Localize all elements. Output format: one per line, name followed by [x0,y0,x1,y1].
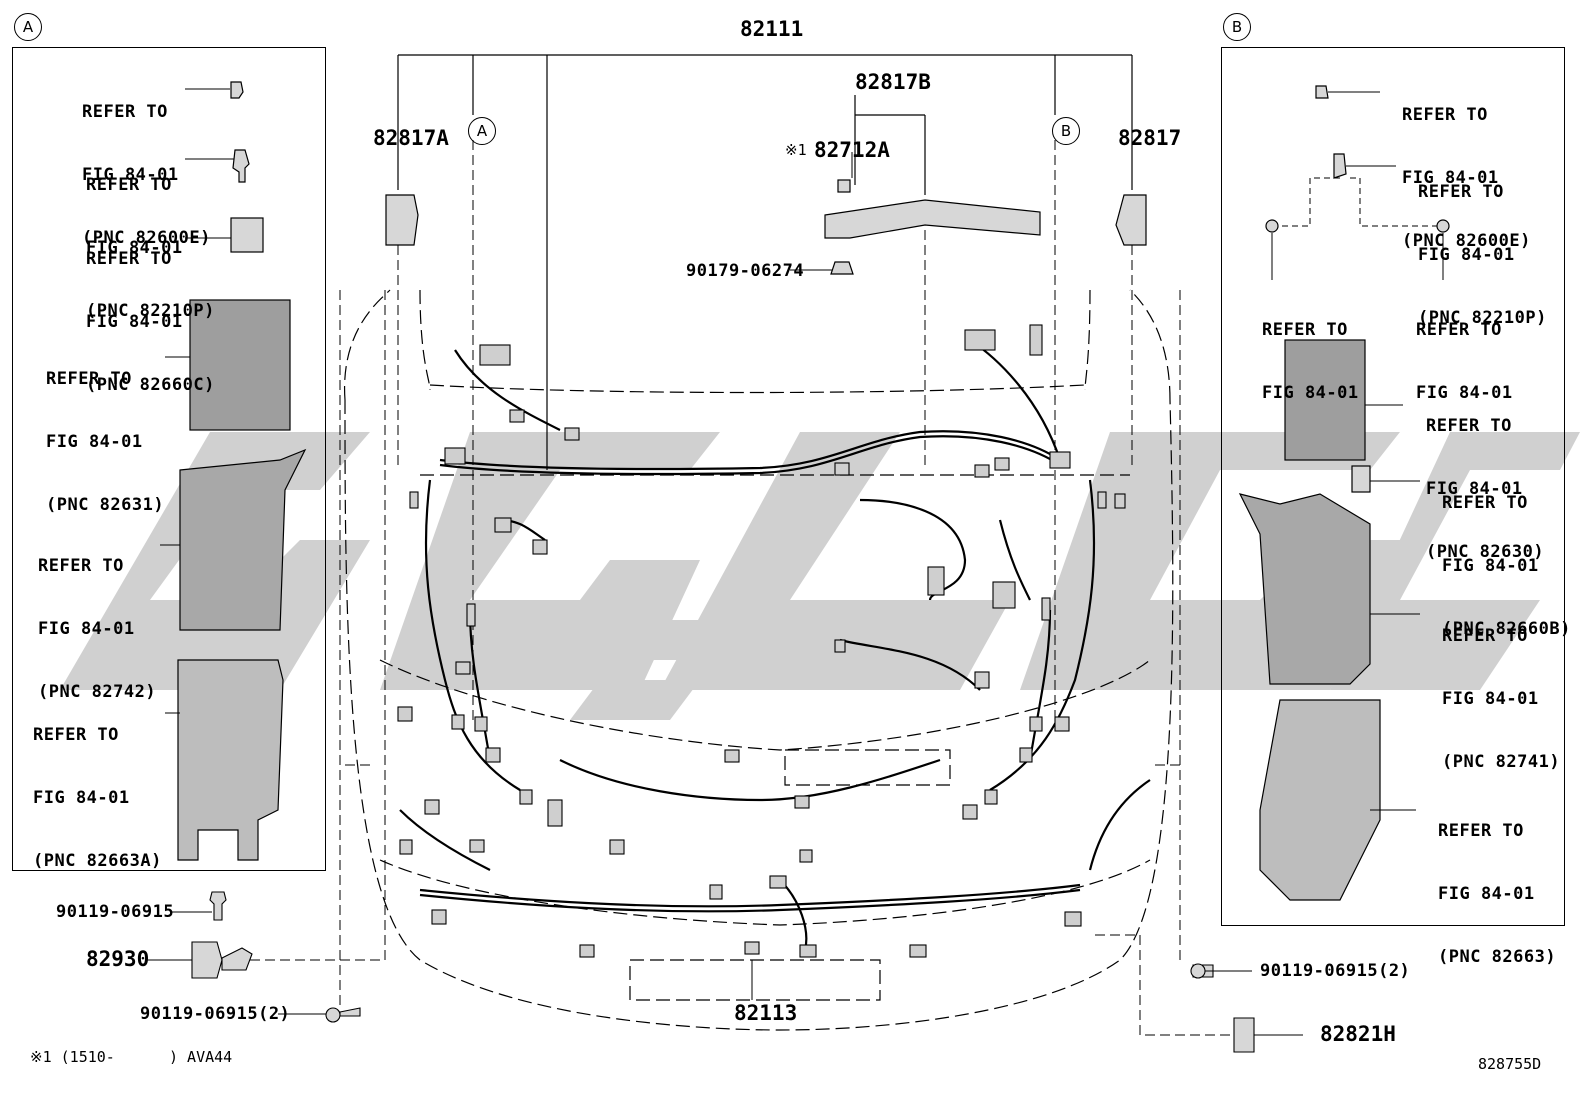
panel-b-ref-7[interactable]: REFER TO FIG 84-01 (PNC 82741) [1442,584,1560,815]
ref-line: FIG 84-01 [1262,383,1359,403]
panel-b-ref-1[interactable]: REFER TO FIG 84-01 (PNC 82600E) [1402,63,1531,294]
part-90119-06915-2-left-label[interactable]: 90119-06915(2) [140,1004,291,1024]
ref-line: FIG 84-01 [1438,884,1535,904]
panel-a-ref-6[interactable]: REFER TO FIG 84-01 (PNC 82663A) [33,683,162,914]
panel-b-ref-2[interactable]: REFER TO FIG 84-01 (PNC 82210P) [1418,140,1547,371]
ref-line: FIG 84-01 [1442,689,1539,709]
panel-b-components [1238,85,1450,901]
ref-line: FIG 84-01 [82,165,179,185]
ref-line: FIG 84-01 [33,788,130,808]
panel-a-leaders [160,88,234,714]
part-82821h-label[interactable]: 82821H [1320,1022,1396,1046]
panel-b-frame [1221,47,1565,926]
panel-b-ref-6[interactable]: REFER TO FIG 84-01 (PNC 82660B) [1442,451,1571,682]
part-82817b-label[interactable]: 82817B [855,70,931,94]
ref-line: REFER TO [82,102,168,122]
ref-line: REFER TO [1438,821,1524,841]
ref-pnc: (PNC 82742) [38,682,157,702]
part-82113-label[interactable]: 82113 [734,1001,798,1025]
part-82817a-label[interactable]: 82817A [373,126,449,150]
panel-a-tag: A [14,13,42,41]
ref-line: FIG 84-01 [1402,168,1499,188]
panel-b-leaders [1271,91,1444,811]
ref-pnc: (PNC 82741) [1442,752,1561,772]
ref-line: FIG 84-01 [86,238,183,258]
ref-line: REFER TO [1426,416,1512,436]
footnote: ※1 (1510- ) AVA44 [30,1048,233,1066]
harness-connectors [397,324,1126,958]
part-90119-06915-label[interactable]: 90119-06915 [56,902,175,922]
ref-pnc: (PNC 82600E) [1402,231,1531,251]
callout-a[interactable]: A [468,117,496,145]
ref-line: REFER TO [1416,320,1502,340]
panel-a-components [177,81,307,861]
ref-pnc: (PNC 82663A) [33,851,162,871]
ref-line: REFER TO [1262,320,1348,340]
ref-line: FIG 84-01 [46,432,143,452]
ref-pnc: (PNC 82660C) [86,375,215,395]
panel-a-ref-1[interactable]: REFER TO FIG 84-01 (PNC 82600E) [82,60,211,291]
part-82817-label[interactable]: 82817 [1118,126,1182,150]
figure-id: 828755D [1478,1055,1542,1073]
panel-b-ref-5[interactable]: REFER TO FIG 84-01 (PNC 82630) [1426,374,1544,605]
panel-a-ref-4[interactable]: REFER TO FIG 84-01 (PNC 82631) [46,327,164,558]
ref-line: REFER TO [1418,182,1504,202]
harness-bracket [397,54,1133,470]
ref-pnc: (PNC 82210P) [86,301,215,321]
part-90119-06915-2-right-label[interactable]: 90119-06915(2) [1260,961,1411,981]
ref-line: FIG 84-01 [1416,383,1513,403]
ref-line: REFER TO [1442,493,1528,513]
ref-pnc: (PNC 82631) [46,495,165,515]
ref-line: FIG 84-01 [86,312,183,332]
ref-pnc: (PNC 82210P) [1418,308,1547,328]
ref-line: REFER TO [38,556,124,576]
part-82930-label[interactable]: 82930 [86,947,150,971]
panel-a-ref-5[interactable]: REFER TO FIG 84-01 (PNC 82742) [38,514,156,745]
part-82111-label[interactable]: 82111 [740,17,804,41]
ref-line: REFER TO [86,249,172,269]
panel-b-ref-8[interactable]: REFER TO FIG 84-01 (PNC 82663) [1438,779,1556,1010]
ref-line: FIG 84-01 [38,619,135,639]
panel-a-frame [12,47,326,871]
footnote-mark: ※1 [785,141,807,159]
ref-line: FIG 84-01 [1442,556,1539,576]
ref-line: REFER TO [1402,105,1488,125]
panel-a-ref-2[interactable]: REFER TO FIG 84-01 (PNC 82210P) [86,133,215,364]
ref-pnc: (PNC 82663) [1438,947,1557,967]
ref-pnc: (PNC 82630) [1426,542,1545,562]
ref-line: FIG 84-01 [1418,245,1515,265]
part-90179-06274-label[interactable]: 90179-06274 [686,261,805,281]
ref-line: REFER TO [46,369,132,389]
callout-b[interactable]: B [1052,117,1080,145]
part-82712a-label[interactable]: 82712A [814,138,890,162]
ref-line: FIG 84-01 [1426,479,1523,499]
panel-a-ref-3[interactable]: REFER TO FIG 84-01 (PNC 82660C) [86,207,215,438]
ref-line: REFER TO [1442,626,1528,646]
panel-b-tag: B [1223,13,1251,41]
bottom-left-parts [191,891,1255,1053]
top-connectors [385,179,1147,275]
ref-pnc: (PNC 82600E) [82,228,211,248]
panel-b-ref-3[interactable]: REFER TO FIG 84-01 [1262,278,1359,446]
ref-line: REFER TO [33,725,119,745]
panel-b-ref-4[interactable]: REFER TO FIG 84-01 [1416,278,1513,446]
ref-line: REFER TO [86,175,172,195]
ref-pnc: (PNC 82660B) [1442,619,1571,639]
